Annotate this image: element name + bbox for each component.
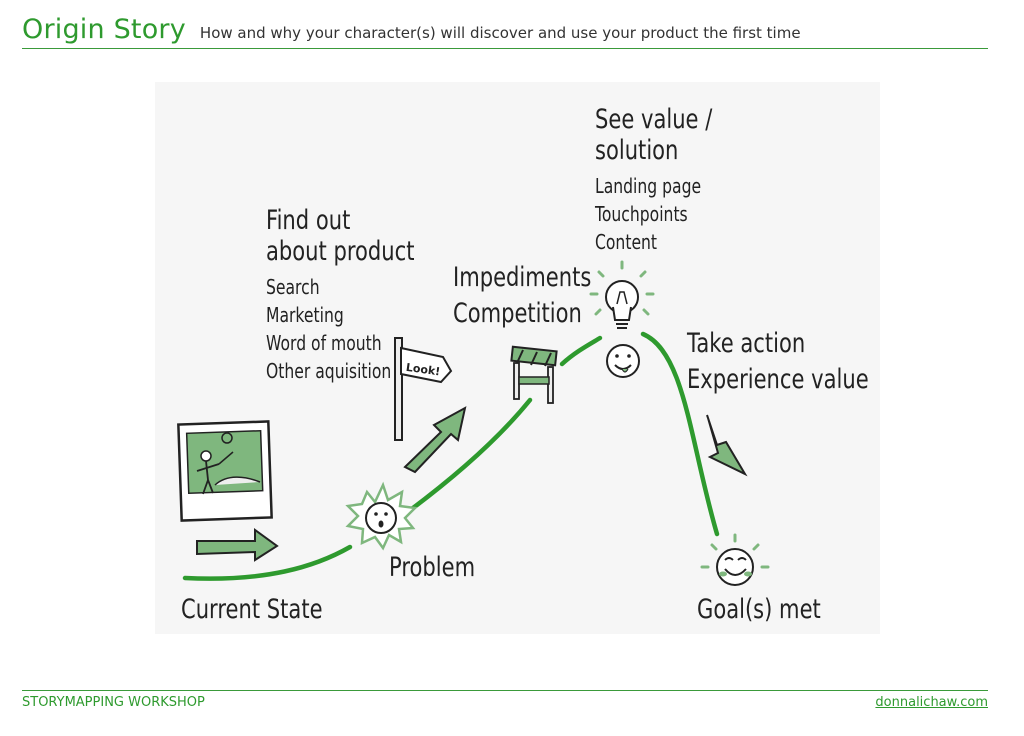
impediments-block: Impediments Competition [453,260,591,332]
impediments-line-2: Competition [453,298,582,329]
sign-text: Look! [405,361,441,379]
find-out-heading-2: about product [266,236,415,267]
workshop-label: STORYMAPPING WORKSHOP [22,695,205,710]
up-arrow-icon [403,406,467,474]
see-value-heading-1: See value / [595,104,713,135]
website-link[interactable]: donnalichaw.com [875,695,988,710]
page-header: Origin Story How and why your character(… [22,14,988,49]
journey-curve-rise [402,397,533,517]
tongue-out-face-icon [606,344,640,378]
journey-curve [182,544,353,581]
problem-label: Problem [389,552,476,583]
journey-curve-fall [640,331,720,537]
see-value-item: Content [595,230,658,254]
impediments-line-1: Impediments [453,262,592,293]
journey-curve-rise-2 [559,335,603,367]
page-title: Origin Story [22,14,186,45]
find-out-item: Marketing [266,303,344,327]
see-value-item: Landing page [595,174,702,198]
take-action-block: Take action Experience value [687,326,869,398]
find-out-item: Word of mouth [266,331,382,355]
see-value-item: Touchpoints [595,202,688,226]
diagram-canvas: Look! [155,82,880,634]
light-bulb-icon [589,260,655,329]
page-subtitle: How and why your character(s) will disco… [199,24,801,42]
find-out-block: Find out about product Search Marketing … [266,205,414,385]
see-value-heading-2: solution [595,135,679,166]
sign-post-icon: Look! [394,337,453,441]
current-state-label: Current State [181,594,323,625]
surprised-face-icon [345,481,418,551]
find-out-heading-1: Find out [266,205,351,236]
down-arrow-icon [706,414,748,477]
take-action-line-2: Experience value [687,364,869,395]
barrier-icon [510,345,558,404]
goal-met-label: Goal(s) met [697,594,821,625]
see-value-block: See value / solution Landing page Touchp… [595,104,712,256]
smiling-face-icon [700,533,770,586]
right-arrow-icon [196,528,279,562]
journey-illustration: Look! [177,260,770,586]
photo-frame-icon [177,420,273,522]
find-out-item: Other aquisition [266,359,392,383]
page-footer: STORYMAPPING WORKSHOP donnalichaw.com [22,690,988,710]
find-out-item: Search [266,275,320,299]
take-action-line-1: Take action [687,328,806,359]
